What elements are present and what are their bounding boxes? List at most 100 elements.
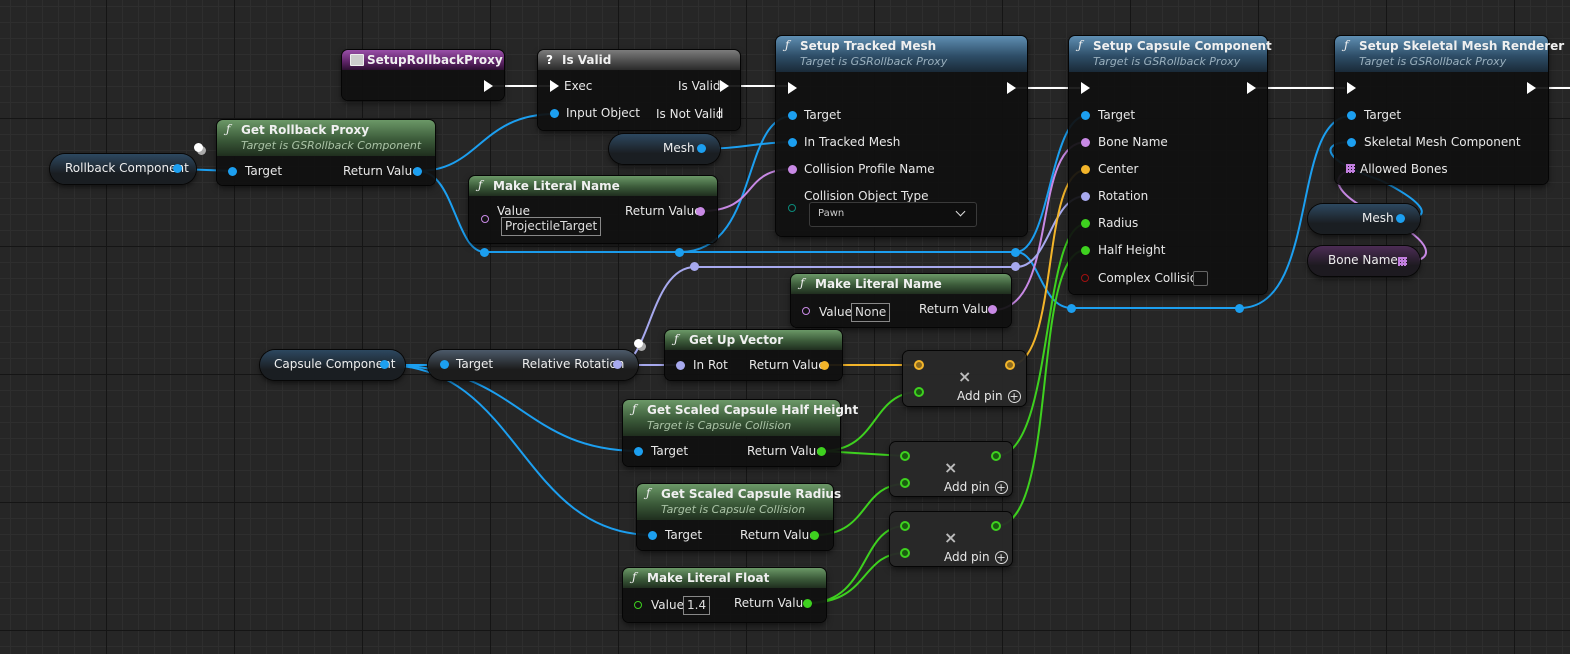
reroute-node[interactable] <box>690 262 699 271</box>
value-pin[interactable] <box>634 601 642 609</box>
add-pin-button[interactable]: Add pin+ <box>944 550 1008 564</box>
array-pin-icon[interactable] <box>1398 257 1407 266</box>
target-pin[interactable] <box>1347 111 1356 120</box>
half-height-pin[interactable] <box>1081 246 1090 255</box>
get-up-vector-node[interactable]: ƒ Get Up Vector In Rot Return Value <box>665 330 842 380</box>
name-wire <box>992 141 1087 311</box>
center-pin[interactable] <box>1081 165 1090 174</box>
radius-pin[interactable] <box>1081 219 1090 228</box>
setup-skeletal-mesh-renderer-node[interactable]: ƒ Setup Skeletal Mesh Renderer Target is… <box>1335 36 1564 184</box>
make-literal-name-none-node[interactable]: ƒ Make Literal Name Value None Return Va… <box>791 274 1011 327</box>
value-input[interactable]: None <box>851 303 891 322</box>
reroute-node[interactable] <box>1067 304 1076 313</box>
relative-rotation-pin[interactable] <box>613 360 622 369</box>
exec-in-pin[interactable] <box>788 82 797 94</box>
get-rollback-proxy-node[interactable]: ƒ Get Rollback Proxy Target is GSRollbac… <box>217 120 435 185</box>
capsule-component-variable[interactable]: Capsule Component <box>260 350 405 380</box>
return-value-pin[interactable] <box>988 305 997 314</box>
float-in-pin[interactable] <box>900 451 910 461</box>
return-value-pin[interactable] <box>413 167 422 176</box>
comment-bubble-icon[interactable] <box>194 143 203 152</box>
reroute-node[interactable] <box>1011 248 1020 257</box>
float-in-pin-2[interactable] <box>900 548 910 558</box>
value-input[interactable]: ProjectileTarget <box>501 217 602 236</box>
reroute-node[interactable] <box>480 248 489 257</box>
multiply-float-node[interactable]: × Add pin+ <box>890 442 1012 496</box>
exec-in-pin[interactable] <box>1081 82 1090 94</box>
variable-out-pin[interactable] <box>697 144 706 153</box>
get-scaled-capsule-radius-node[interactable]: ƒ Get Scaled Capsule Radius Target is Ca… <box>637 484 841 550</box>
skeletal-mesh-component-pin[interactable] <box>1347 138 1356 147</box>
bone-names-variable[interactable]: Bone Names <box>1308 246 1420 276</box>
is-valid-node[interactable]: ? Is Valid Exec Is Valid Input Object Is… <box>538 50 740 130</box>
variable-out-pin[interactable] <box>1396 214 1405 223</box>
target-pin[interactable] <box>228 167 237 176</box>
variable-out-pin[interactable] <box>173 164 182 173</box>
return-value-pin[interactable] <box>803 599 812 608</box>
value-pin[interactable] <box>481 215 489 223</box>
input-object-pin[interactable] <box>550 109 559 118</box>
collision-profile-name-pin[interactable] <box>788 165 797 174</box>
return-value-pin[interactable] <box>696 207 705 216</box>
exec-in-pin[interactable] <box>550 80 559 92</box>
make-literal-float-node[interactable]: ƒ Make Literal Float Value 1.4 Return Va… <box>623 568 826 622</box>
collision-object-type-pin[interactable] <box>788 204 796 212</box>
value-input[interactable]: 1.4 <box>683 596 711 615</box>
setup-tracked-mesh-node[interactable]: ƒ Setup Tracked Mesh Target is GSRollbac… <box>776 36 1027 236</box>
is-valid-label: Is Valid <box>678 79 721 93</box>
target-label: Target <box>651 444 689 458</box>
target-pin[interactable] <box>634 447 643 456</box>
target-pin[interactable] <box>788 111 797 120</box>
target-pin[interactable] <box>1081 111 1090 120</box>
setup-capsule-component-node[interactable]: ƒ Setup Capsule Component Target is GSRo… <box>1069 36 1272 294</box>
float-in-pin[interactable] <box>900 521 910 531</box>
comment-bubble-icon[interactable] <box>634 339 643 348</box>
setup-rollback-proxy-node[interactable]: SetupRollbackProxy <box>342 50 504 100</box>
multiply-icon: × <box>944 458 958 477</box>
bone-name-pin[interactable] <box>1081 138 1090 147</box>
return-value-pin[interactable] <box>820 361 829 370</box>
return-value-pin[interactable] <box>810 531 819 540</box>
return-value-pin[interactable] <box>817 447 826 456</box>
multiply-float-node-2[interactable]: × Add pin+ <box>890 512 1012 566</box>
float-in-pin-2[interactable] <box>900 478 910 488</box>
exec-out-pin[interactable] <box>1247 82 1256 94</box>
reroute-node[interactable] <box>1011 262 1020 271</box>
in-rot-pin[interactable] <box>676 361 685 370</box>
half-height-label: Half Height <box>1098 243 1166 257</box>
get-scaled-capsule-half-height-node[interactable]: ƒ Get Scaled Capsule Half Height Target … <box>623 400 858 466</box>
exec-out-pin[interactable] <box>1527 82 1536 94</box>
add-pin-button[interactable]: Add pin+ <box>944 480 1008 494</box>
variable-out-pin[interactable] <box>380 360 389 369</box>
mesh-variable[interactable]: Mesh <box>609 134 720 164</box>
complex-collision-checkbox[interactable] <box>1193 271 1208 286</box>
in-tracked-mesh-pin[interactable] <box>788 138 797 147</box>
mesh-variable-2[interactable]: Mesh <box>1308 204 1420 234</box>
value-pin[interactable] <box>802 307 810 315</box>
variable-label: Capsule Component <box>274 357 396 371</box>
get-relative-rotation-node[interactable]: Target Relative Rotation <box>428 350 638 380</box>
complex-collision-pin[interactable] <box>1081 274 1089 282</box>
node-header <box>538 50 740 70</box>
add-pin-button[interactable]: Add pin+ <box>957 389 1021 403</box>
rollback-component-variable[interactable]: Rollback Component <box>50 154 196 184</box>
vector-in-pin[interactable] <box>914 360 924 370</box>
exec-in-pin[interactable] <box>1347 82 1356 94</box>
exec-out-pin[interactable] <box>1007 82 1016 94</box>
multiply-vector-node[interactable]: × Add pin+ <box>903 351 1026 406</box>
target-pin[interactable] <box>440 360 449 369</box>
collision-object-type-dropdown[interactable]: Pawn <box>809 202 977 227</box>
is-valid-exec-pin[interactable] <box>720 80 729 92</box>
exec-out-pin[interactable] <box>484 80 493 92</box>
array-pin-icon[interactable] <box>1346 164 1355 173</box>
make-literal-name-node[interactable]: ƒ Make Literal Name Value ProjectileTarg… <box>469 176 717 243</box>
rotation-pin[interactable] <box>1081 192 1090 201</box>
target-pin[interactable] <box>648 531 657 540</box>
float-out-pin[interactable] <box>991 451 1001 461</box>
reroute-node[interactable] <box>675 248 684 257</box>
reroute-node[interactable] <box>1235 304 1244 313</box>
in-rot-label: In Rot <box>693 358 728 372</box>
float-out-pin[interactable] <box>991 521 1001 531</box>
vector-out-pin[interactable] <box>1005 360 1015 370</box>
float-in-pin[interactable] <box>914 387 924 397</box>
